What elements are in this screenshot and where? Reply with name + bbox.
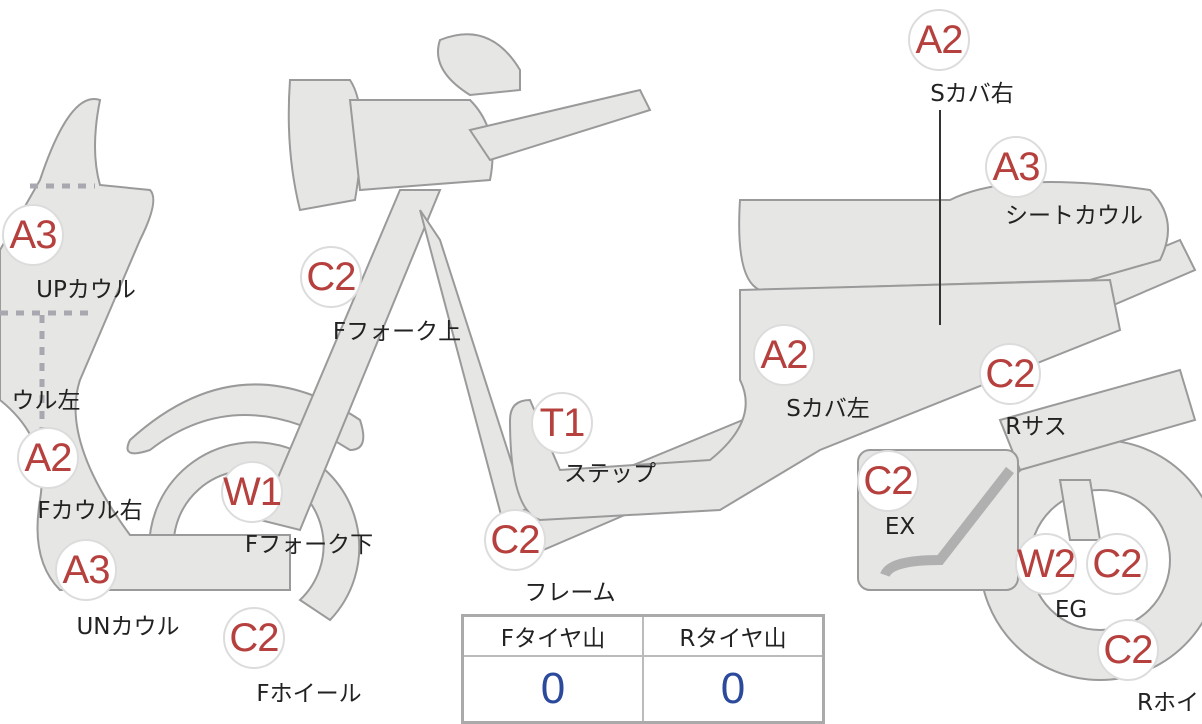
grade-badge-rear-part: C2 — [1086, 533, 1148, 595]
headlight-shape — [287, 79, 363, 212]
grade-badge-engine: W2 — [1015, 533, 1077, 595]
grade-badge-seat-cowl: A3 — [985, 136, 1047, 198]
mirror-shape — [437, 33, 521, 97]
tyre-tread-table: Fタイヤ山 Rタイヤ山 0 0 — [461, 614, 825, 724]
part-label-f-cowl-right: Fカウル右 — [37, 498, 143, 524]
front-fork-shape — [258, 189, 442, 532]
part-label-f-wheel: Fホイール — [256, 681, 362, 707]
grade-badge-frame: C2 — [484, 509, 546, 571]
grade-badge-r-suspension: C2 — [979, 343, 1041, 405]
part-label-r-wheel: Rホイ — [1137, 690, 1199, 716]
rear-tyre-value: 0 — [642, 655, 825, 724]
part-label-step: ステップ — [564, 461, 656, 487]
rear-tyre-header: Rタイヤ山 — [642, 614, 825, 657]
front-tyre-header: Fタイヤ山 — [461, 614, 644, 657]
part-label-r-suspension: Rサス — [1005, 414, 1067, 440]
exhaust-pipe-shape — [880, 466, 1014, 578]
part-label-f-fork-upper: Fフォーク上 — [332, 319, 462, 345]
part-label-seat-cowl: シートカウル — [1005, 203, 1143, 229]
part-label-frame: フレーム — [524, 580, 616, 606]
grade-badge-up-cowl: A3 — [2, 204, 64, 266]
part-label-un-cowl: UNカウル — [76, 614, 180, 640]
part-label-cowl-left: ウル左 — [11, 388, 81, 414]
grade-badge-r-wheel: C2 — [1097, 619, 1159, 681]
handlebar-shape — [468, 88, 652, 162]
front-tyre-value: 0 — [461, 655, 644, 724]
grade-badge-exhaust: C2 — [857, 450, 919, 512]
grade-badge-s-cover-right: A2 — [908, 9, 970, 71]
part-label-s-cover-left: Sカバ左 — [786, 396, 870, 422]
grade-badge-f-fork-lower: W1 — [221, 461, 283, 523]
part-label-exhaust: EX — [884, 514, 916, 540]
grade-badge-s-cover-left: A2 — [753, 324, 815, 386]
grade-badge-step: T1 — [531, 392, 593, 454]
grade-badge-f-fork-upper: C2 — [300, 246, 362, 308]
grade-badge-f-cowl-right: A2 — [17, 427, 79, 489]
part-label-up-cowl: UPカウル — [36, 277, 136, 303]
grade-badge-f-wheel: C2 — [223, 607, 285, 669]
front-fender-shape — [126, 383, 365, 455]
grade-badge-un-cowl: A3 — [55, 539, 117, 601]
part-label-engine: EG — [1054, 597, 1088, 623]
part-label-f-fork-lower: Fフォーク下 — [244, 532, 374, 558]
part-label-s-cover-right: Sカバ右 — [930, 81, 1014, 107]
